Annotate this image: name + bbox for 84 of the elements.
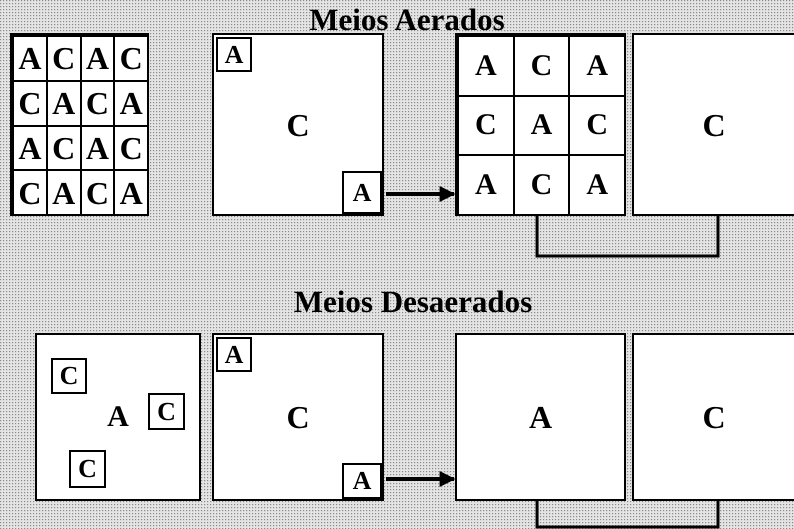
letter: A — [86, 132, 109, 164]
grid-cell — [80, 36, 114, 81]
grid-cell — [569, 155, 625, 215]
small-box — [69, 450, 106, 488]
grid-cell — [514, 36, 570, 96]
grid-cell — [514, 96, 570, 156]
letter: C — [86, 87, 109, 120]
letter: A — [107, 402, 129, 432]
small-box — [148, 393, 185, 430]
letter: C — [78, 456, 97, 482]
grid-cell — [46, 126, 80, 170]
letter: A — [18, 42, 42, 74]
grid-cell — [569, 96, 625, 156]
grid-cell — [80, 126, 114, 170]
letter: A — [120, 87, 143, 120]
letter: C — [530, 170, 552, 200]
letter: C — [18, 176, 42, 209]
letter: A — [530, 110, 552, 140]
small-box — [342, 171, 382, 214]
grid-cell — [569, 36, 625, 96]
letter: A — [224, 342, 244, 368]
grid-cell — [46, 80, 80, 126]
letter: A — [52, 87, 76, 120]
grid-cell — [80, 80, 114, 126]
letter: C — [286, 108, 310, 140]
letter: A — [120, 176, 143, 209]
letter: A — [528, 401, 552, 433]
grid-cell — [114, 170, 148, 215]
grid-cell — [458, 96, 514, 156]
letter: A — [586, 170, 608, 200]
heading: Meios Aerados — [309, 4, 505, 35]
grid-cell — [458, 36, 514, 96]
small-box — [51, 358, 87, 394]
small-box — [216, 337, 252, 372]
letter: C — [60, 363, 78, 389]
letter: C — [702, 108, 726, 140]
letter: A — [475, 170, 497, 200]
letter: C — [586, 110, 608, 140]
letter: C — [475, 110, 497, 140]
letter: A — [586, 50, 608, 81]
letter: C — [120, 42, 143, 74]
letter: C — [530, 50, 552, 81]
grid-cell — [514, 155, 570, 215]
grid-cell — [46, 170, 80, 215]
grid-cell — [458, 155, 514, 215]
grid-cell — [114, 126, 148, 170]
cell-box — [212, 33, 384, 216]
letter: C — [157, 398, 176, 424]
connector-line — [536, 216, 720, 258]
cell-box — [35, 333, 201, 501]
grid-cell — [13, 170, 47, 215]
small-box — [342, 463, 382, 499]
connector-line — [536, 501, 720, 528]
letter: C — [286, 401, 310, 433]
letter: C — [120, 132, 143, 164]
letter: A — [52, 176, 76, 209]
grid-cell — [46, 36, 80, 81]
letter: A — [352, 180, 372, 206]
letter: A — [475, 50, 497, 81]
arrow — [386, 471, 456, 487]
cell-box — [212, 333, 384, 501]
arrow — [386, 186, 456, 202]
letter: A — [18, 132, 42, 164]
grid-cell — [13, 80, 47, 126]
letter: A — [86, 42, 109, 74]
grid-cell — [114, 36, 148, 81]
grid-cell — [13, 36, 47, 81]
cell-box — [632, 33, 794, 216]
letter: C — [18, 87, 42, 120]
grid-box — [455, 33, 626, 216]
letter: C — [52, 42, 76, 74]
small-box — [216, 37, 252, 72]
letter: C — [702, 401, 726, 433]
cell-box — [632, 333, 794, 501]
letter: A — [224, 42, 244, 68]
grid-box — [10, 33, 149, 216]
cell-box — [455, 333, 626, 501]
heading: Meios Desaerados — [294, 286, 532, 317]
letter: A — [352, 468, 372, 494]
grid-cell — [80, 170, 114, 215]
letter: C — [52, 132, 76, 164]
grid-cell — [114, 80, 148, 126]
letter: C — [86, 176, 109, 209]
grid-cell — [13, 126, 47, 170]
